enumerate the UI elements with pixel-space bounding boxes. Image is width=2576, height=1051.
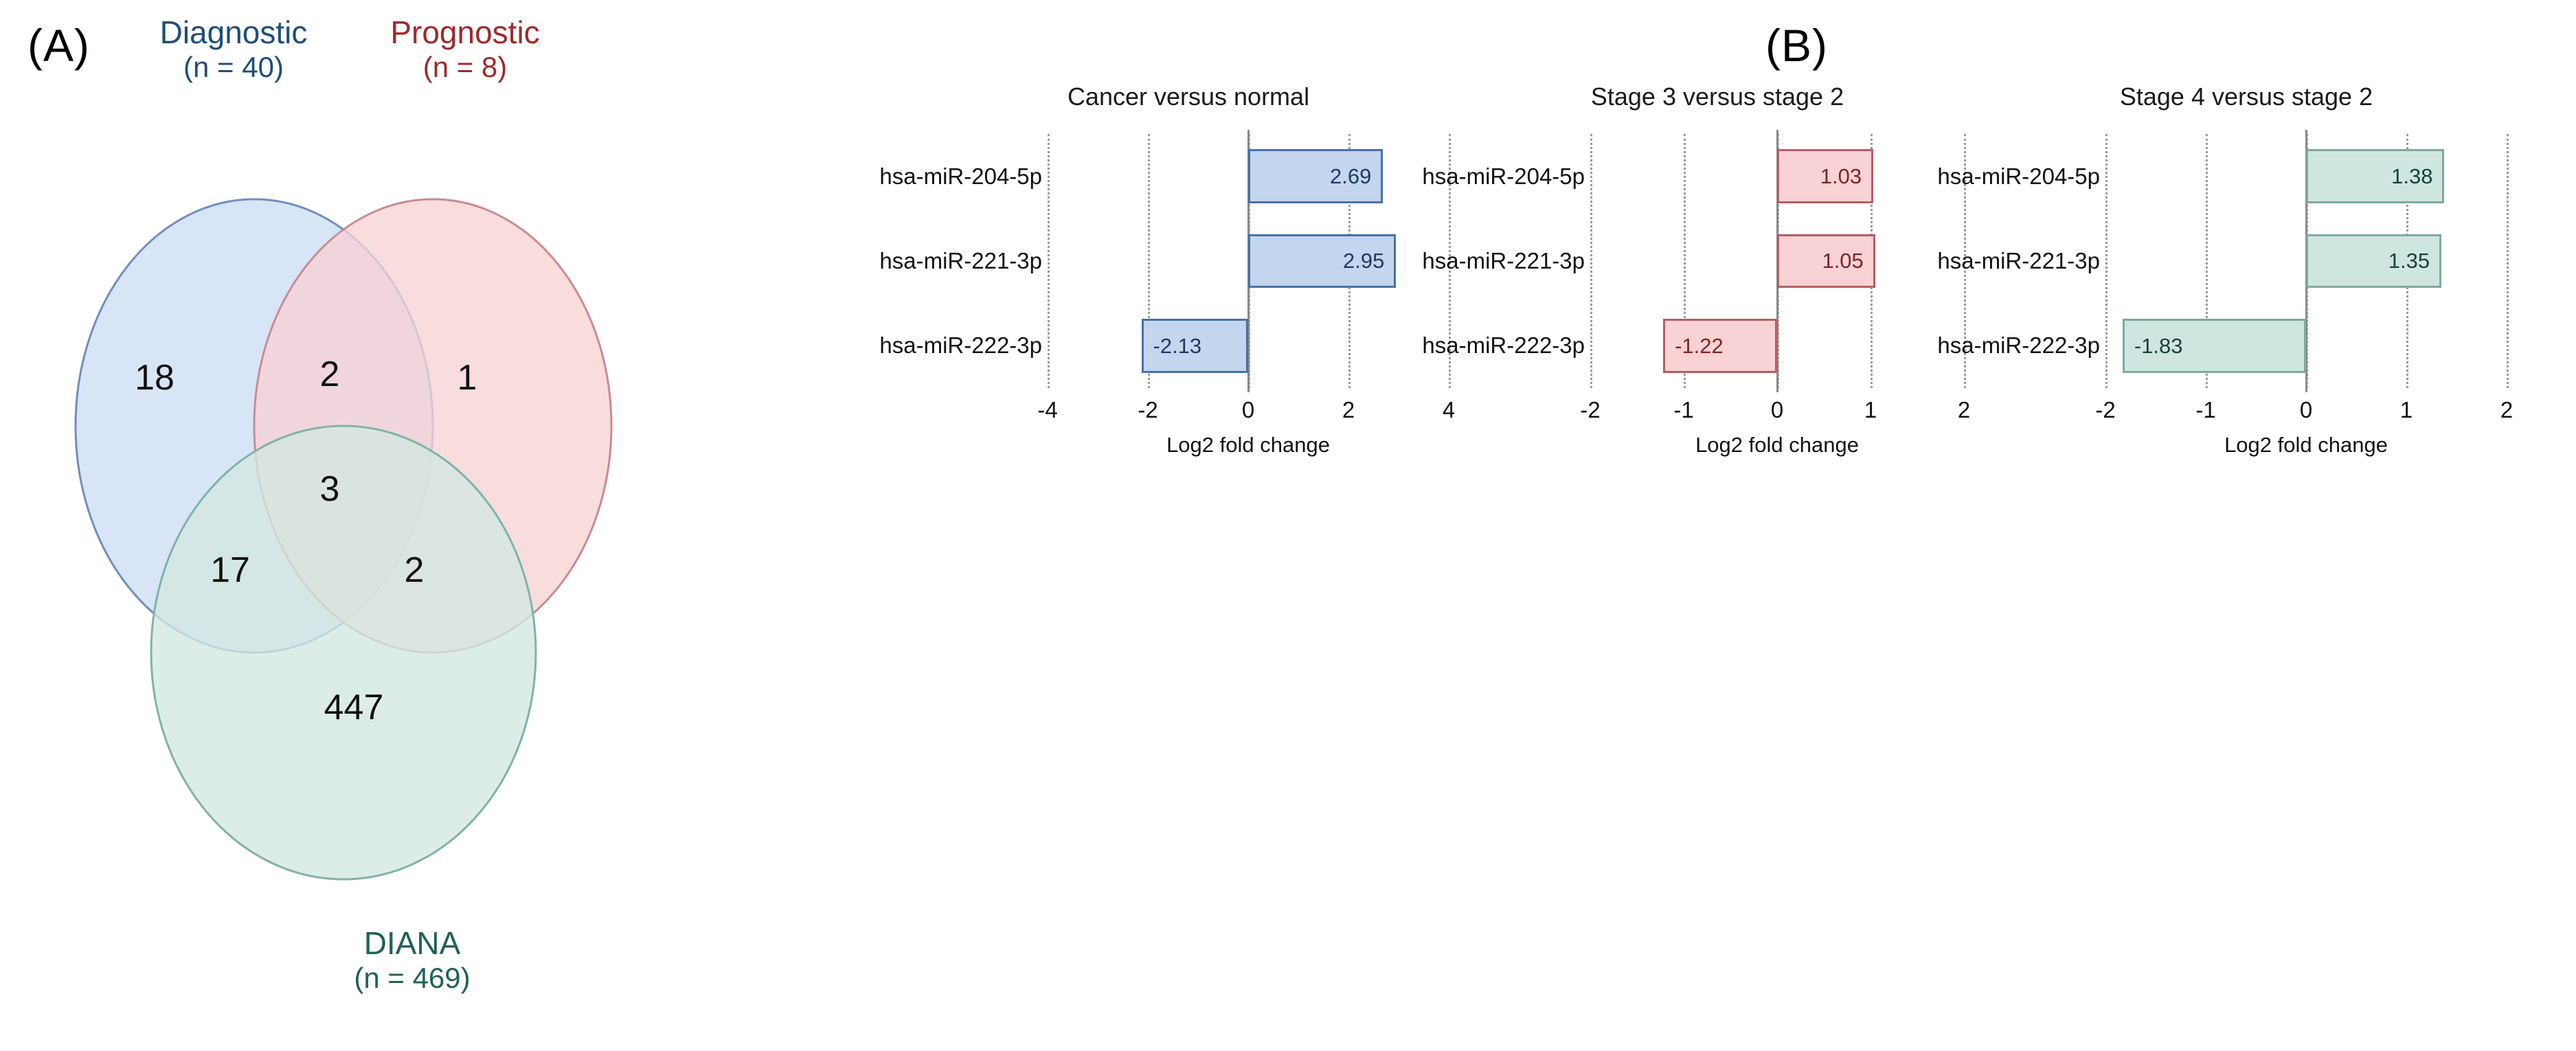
venn-set-label-prognostic: Prognostic (n = 8) <box>352 14 578 83</box>
bar-row: -2.13 <box>1048 304 1449 388</box>
category-label: hsa-miR-204-5p <box>879 163 1042 189</box>
venn-count-prognostic-only: 1 <box>457 358 477 398</box>
chart-title: Stage 3 versus stage 2 <box>1590 82 1844 111</box>
x-axis-tick-label: 0 <box>1241 397 1255 422</box>
x-axis-tick-label: 2 <box>1342 397 1355 422</box>
bar[interactable]: -1.22 <box>1663 318 1777 373</box>
venn-set-label-diana: DIANA (n = 469) <box>275 925 550 994</box>
venn-circle-diana <box>150 425 537 881</box>
bar[interactable]: 1.38 <box>2306 149 2445 204</box>
x-axis-tick-label: 2 <box>2500 397 2513 422</box>
bar[interactable]: 1.05 <box>1777 234 1875 289</box>
x-axis-caption: Log2 fold change <box>2224 433 2388 457</box>
category-axis-labels: hsa-miR-204-5p hsa-miR-221-3p hsa-miR-222-… <box>1937 134 2100 388</box>
category-label: hsa-miR-222-3p <box>879 332 1042 359</box>
bar[interactable]: 2.95 <box>1248 234 1397 289</box>
bar-value-label: 1.35 <box>2388 249 2430 273</box>
chart-title: Cancer versus normal <box>1067 82 1310 111</box>
bar-value-label: -2.13 <box>1153 333 1202 358</box>
bar-value-label: 1.38 <box>2391 164 2433 189</box>
venn-count-prognostic-diana: 2 <box>404 550 425 590</box>
venn-set-n-diagnostic: (n = 40) <box>183 50 284 83</box>
x-axis-caption: Log2 fold change <box>1166 433 1330 457</box>
x-axis-caption: Log2 fold change <box>1695 433 1859 457</box>
category-label: hsa-miR-204-5p <box>1422 163 1585 189</box>
bar-value-label: -1.83 <box>2134 333 2183 358</box>
bar-row: 1.38 <box>2105 134 2507 218</box>
bar-value-label: 1.05 <box>1822 249 1864 273</box>
x-axis-tick-label: 4 <box>1442 397 1456 422</box>
venn-count-all-three: 3 <box>319 469 340 509</box>
gridline <box>2105 134 2108 388</box>
x-axis-tick-label: -4 <box>1037 397 1058 422</box>
venn-set-label-diagnostic: Diagnostic (n = 40) <box>120 14 347 83</box>
category-axis-labels: hsa-miR-204-5p hsa-miR-221-3p hsa-miR-222-… <box>879 134 1042 388</box>
venn-count-diagnostic-diana: 17 <box>210 550 250 590</box>
venn-set-name-prognostic: Prognostic <box>390 14 540 50</box>
category-label: hsa-miR-222-3p <box>1937 332 2100 359</box>
bar[interactable]: 2.69 <box>1248 149 1383 204</box>
x-axis-tick-label: -2 <box>2095 397 2116 422</box>
gridline <box>1048 134 1050 388</box>
bar-row: 1.05 <box>1590 218 1964 303</box>
bar-row: 1.03 <box>1590 134 1964 218</box>
venn-count-diagnostic-prognostic: 2 <box>319 354 340 394</box>
gridline <box>2507 134 2509 388</box>
bar-row: -1.22 <box>1590 304 1964 388</box>
bar-row: 2.95 <box>1048 218 1449 303</box>
bar[interactable]: -2.13 <box>1141 318 1248 373</box>
x-axis-tick-label: 0 <box>2299 397 2313 422</box>
venn-set-n-prognostic: (n = 8) <box>422 50 508 83</box>
x-axis-tick-label: 2 <box>1957 397 1971 422</box>
category-label: hsa-miR-221-3p <box>1422 248 1585 273</box>
x-axis-tick-label: 1 <box>2399 397 2413 422</box>
bar[interactable]: 1.35 <box>2306 234 2442 289</box>
category-label: hsa-miR-221-3p <box>879 248 1042 273</box>
panel-a-label: (A) <box>27 20 90 71</box>
bar-row: 1.35 <box>2105 218 2507 303</box>
venn-set-name-diagnostic: Diagnostic <box>159 14 308 50</box>
panel-a-venn: (A) Diagnostic (n = 40) Prognostic (n = … <box>0 0 866 1051</box>
bar[interactable]: -1.83 <box>2122 318 2306 373</box>
category-axis-labels: hsa-miR-204-5p hsa-miR-221-3p hsa-miR-222-… <box>1422 134 1585 388</box>
plot-area: 1.38 1.35 -1.83 <box>2105 130 2509 392</box>
x-axis-tick-label: -1 <box>2195 397 2216 422</box>
venn-set-name-diana: DIANA <box>363 925 461 961</box>
bar-value-label: 1.03 <box>1820 164 1862 189</box>
venn-count-diagnostic-only: 18 <box>135 358 174 398</box>
venn-count-diana-only: 447 <box>324 688 384 727</box>
category-label: hsa-miR-222-3p <box>1422 332 1585 359</box>
bar[interactable]: 1.03 <box>1777 149 1874 204</box>
category-label: hsa-miR-221-3p <box>1937 248 2100 273</box>
chart-title: Stage 4 versus stage 2 <box>2119 82 2373 111</box>
bar-value-label: 2.95 <box>1343 249 1385 273</box>
gridline <box>2206 134 2208 388</box>
gridline <box>1964 134 1966 388</box>
plot-area: 2.69 2.95 -2.13 <box>1048 130 1451 392</box>
gridline <box>1449 134 1451 388</box>
gridline <box>1684 134 1686 388</box>
venn-diagram-graphic <box>74 198 613 881</box>
x-axis-tick-label: 1 <box>1864 397 1877 422</box>
category-label: hsa-miR-204-5p <box>1937 163 2100 189</box>
x-axis-tick-label: 0 <box>1770 397 1784 422</box>
bar-row: 2.69 <box>1048 134 1449 218</box>
plot-area: 1.03 1.05 -1.22 <box>1590 130 1966 392</box>
x-axis-tick-label: -1 <box>1673 397 1694 422</box>
x-axis-tick-label: -2 <box>1138 397 1158 422</box>
x-axis-tick-label: -2 <box>1580 397 1601 422</box>
bar-value-label: 2.69 <box>1330 164 1372 189</box>
panel-b-label: (B) <box>1765 20 1828 71</box>
gridline <box>1590 134 1592 388</box>
gridline <box>1148 134 1150 388</box>
bar-row: -1.83 <box>2105 304 2507 388</box>
venn-set-n-diana: (n = 469) <box>354 961 471 994</box>
bar-value-label: -1.22 <box>1675 333 1724 358</box>
